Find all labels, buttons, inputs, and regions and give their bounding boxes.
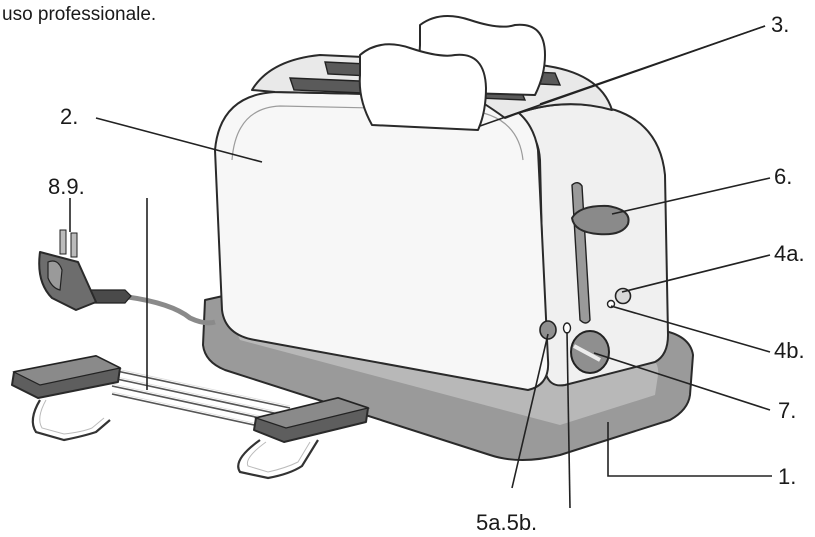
header-text: uso professionale. — [2, 4, 156, 25]
label-plug: 8.9. — [48, 174, 85, 199]
browning-knob — [570, 330, 610, 374]
label-base: 1. — [778, 464, 796, 489]
leader-lines — [69, 25, 772, 509]
label-slots: 3. — [771, 12, 789, 37]
label-button-a: 4a. — [774, 241, 805, 266]
bread-slice-front — [358, 43, 487, 131]
bun-warming-rack — [11, 355, 371, 480]
power-plug — [38, 229, 216, 326]
label-stop: 5a.5b. — [476, 510, 537, 535]
label-body: 2. — [60, 104, 78, 129]
stop-buttons — [539, 320, 572, 340]
label-button-b: 4b. — [774, 338, 805, 363]
label-lever: 6. — [774, 164, 792, 189]
label-knob: 7. — [778, 398, 796, 423]
cancel-buttons — [606, 287, 632, 309]
